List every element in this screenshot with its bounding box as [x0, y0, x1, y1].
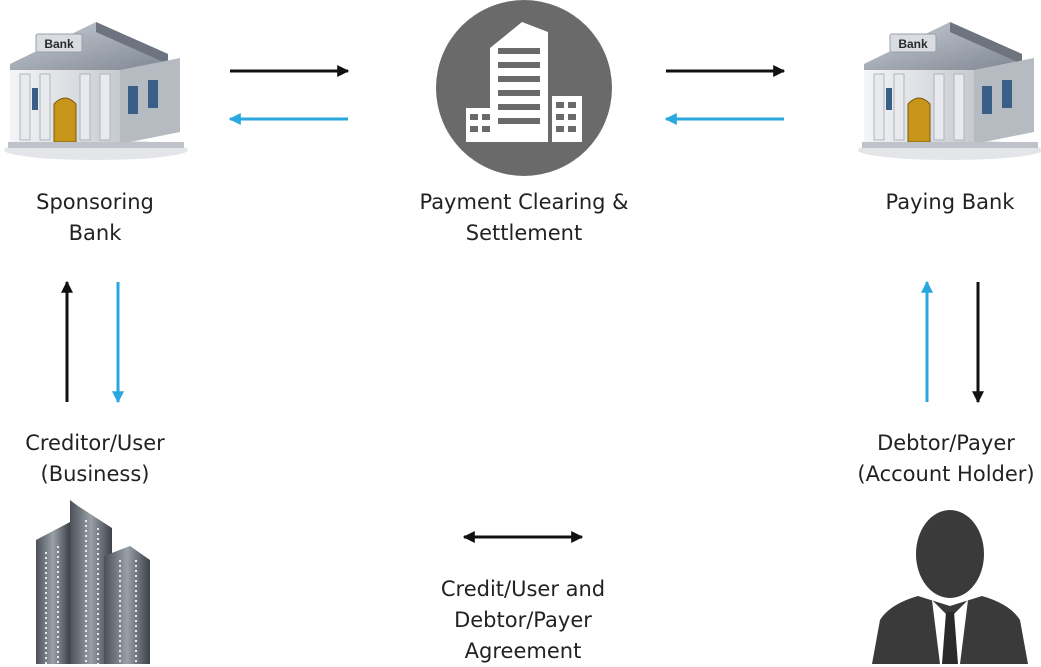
bank-icon: Bank — [4, 22, 188, 160]
creditor-label-line2: (Business) — [40, 462, 150, 486]
building-icon — [436, 0, 612, 176]
clearing-label-line1: Payment Clearing & — [419, 190, 629, 214]
sponsoring-bank-label-line1: Sponsoring — [36, 190, 154, 214]
bank-sign: Bank — [44, 37, 74, 51]
paying-bank-label-line1: Paying Bank — [885, 190, 1015, 214]
clearing-label-line2: Settlement — [465, 221, 583, 245]
agreement-label-line3: Agreement — [464, 639, 582, 663]
paying-bank-label: Paying Bank — [870, 187, 1030, 218]
person-icon — [872, 510, 1028, 664]
debtor-label-line1: Debtor/Payer — [877, 431, 1015, 455]
debtor-label: Debtor/Payer (Account Holder) — [856, 428, 1036, 490]
debtor-label-line2: (Account Holder) — [857, 462, 1035, 486]
sponsoring-bank-label-line2: Bank — [68, 221, 122, 245]
bank-sign: Bank — [898, 37, 928, 51]
creditor-label: Creditor/User (Business) — [10, 428, 180, 490]
agreement-label-line1: Credit/User and — [440, 577, 606, 601]
creditor-label-line1: Creditor/User — [25, 431, 165, 455]
bank-icon: Bank — [858, 22, 1041, 160]
clearing-label: Payment Clearing & Settlement — [404, 187, 644, 249]
skyscraper-icon — [36, 500, 150, 664]
agreement-label-line2: Debtor/Payer — [454, 608, 592, 632]
agreement-label: Credit/User and Debtor/Payer Agreement — [418, 574, 628, 667]
sponsoring-bank-label: Sponsoring Bank — [20, 187, 170, 249]
